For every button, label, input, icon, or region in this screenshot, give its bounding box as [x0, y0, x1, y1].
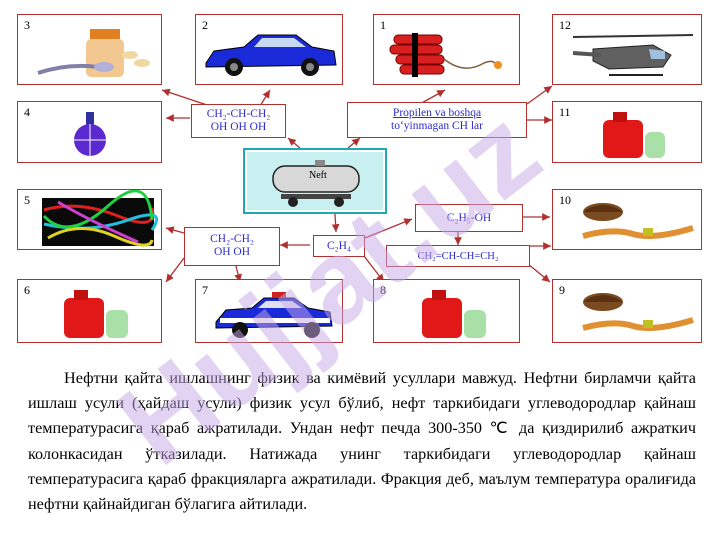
- panel-9: 9: [552, 279, 702, 343]
- panel-number: 12: [559, 18, 571, 32]
- flask-icon: [74, 112, 106, 156]
- body-paragraph: Нефтни қайта ишлашнинг физик ва кимёвий …: [28, 366, 696, 517]
- panel-7: 7: [195, 279, 343, 343]
- panel-number: 8: [380, 283, 386, 297]
- fibers-icon: [42, 190, 158, 247]
- panel-4: 4: [17, 101, 162, 163]
- panel-number: 6: [24, 283, 30, 297]
- propylene-box: Propilen va boshqa to‘yinmagan CH lar: [347, 102, 527, 138]
- oil-tank-icon: [247, 152, 383, 210]
- panel-number: 10: [559, 193, 571, 207]
- panel-number: 7: [202, 283, 208, 297]
- arrow-tank-ethylene: [331, 213, 340, 233]
- ethanol-formula: C₂H₅-OH: [446, 212, 492, 224]
- glycol-formula: CH₂-CH₂: [210, 233, 254, 245]
- arrow-ethylene-8: [363, 255, 385, 283]
- ethanol-box: C₂H₅-OH: [415, 204, 523, 232]
- panel-number: 5: [24, 193, 30, 207]
- panel-10: 10: [552, 189, 702, 250]
- tank-label: Neft: [309, 170, 327, 181]
- propylene-label: Propilen va boshqa: [392, 107, 482, 119]
- panel-number: 9: [559, 283, 565, 297]
- panel-12: 12: [552, 14, 702, 85]
- glycerol-box: CH₂-CH-CH₂ OH OH OH: [191, 104, 286, 138]
- panel-number: 2: [202, 18, 208, 32]
- arrow-to-1: [419, 89, 446, 105]
- panel-number: 4: [24, 105, 30, 119]
- dynamite-icon: [389, 33, 502, 77]
- butadiene-box: CH₂=CH-CH=CH₂: [386, 245, 530, 267]
- arrow-to-12: [526, 85, 553, 105]
- pipe-icon: [582, 203, 694, 239]
- glycerol-oh-groups: OH OH OH: [210, 121, 267, 133]
- arrow-to-3: [161, 88, 211, 107]
- panel-number: 3: [24, 18, 30, 32]
- canister-icon: [64, 290, 128, 338]
- panel-number: 11: [559, 105, 571, 119]
- oil-tank-panel: Neft: [243, 148, 387, 214]
- ethylene-formula: C₂H₄: [327, 240, 351, 252]
- panel-3: 3: [17, 14, 162, 85]
- canister-icon: [603, 112, 665, 158]
- butadiene-formula: CH₂=CH-CH=CH₂: [417, 251, 499, 262]
- arrow-to-2: [259, 89, 271, 107]
- arrow-tank-propylene: [347, 137, 361, 149]
- arrow-tank-glycerol: [287, 137, 301, 149]
- police-car-icon: [215, 292, 333, 338]
- panel-8: 8: [373, 279, 520, 343]
- helicopter-icon: [572, 34, 694, 76]
- arrow-glycol-5: [165, 226, 185, 234]
- panel-11: 11: [552, 101, 702, 163]
- medicine-jar-spoon-icon: [37, 29, 150, 77]
- glycol-box: CH₂-CH₂ OH OH: [184, 227, 280, 266]
- canister-icon: [422, 290, 486, 338]
- panel-1: 1: [373, 14, 520, 85]
- glycol-oh-groups: OH OH: [213, 246, 251, 258]
- arrow-butadiene-glycolbox: [527, 263, 551, 283]
- arrow-glycol-6: [165, 257, 185, 283]
- arrow-ethylene-ethanol: [364, 218, 413, 239]
- panel-number: 1: [380, 18, 386, 32]
- unsaturated-label: to‘yinmagan CH lar: [391, 120, 483, 132]
- panel-5: 5: [17, 189, 162, 250]
- panel-6: 6: [17, 279, 162, 343]
- paragraph-text: Нефтни қайта ишлашнинг физик ва кимёвий …: [28, 369, 696, 514]
- glycerol-formula: CH₂-CH-CH₂: [206, 108, 271, 120]
- pipe-icon: [582, 293, 694, 331]
- blue-car-icon: [205, 34, 337, 76]
- ethylene-box: C₂H₄: [313, 235, 365, 257]
- panel-2: 2: [195, 14, 343, 85]
